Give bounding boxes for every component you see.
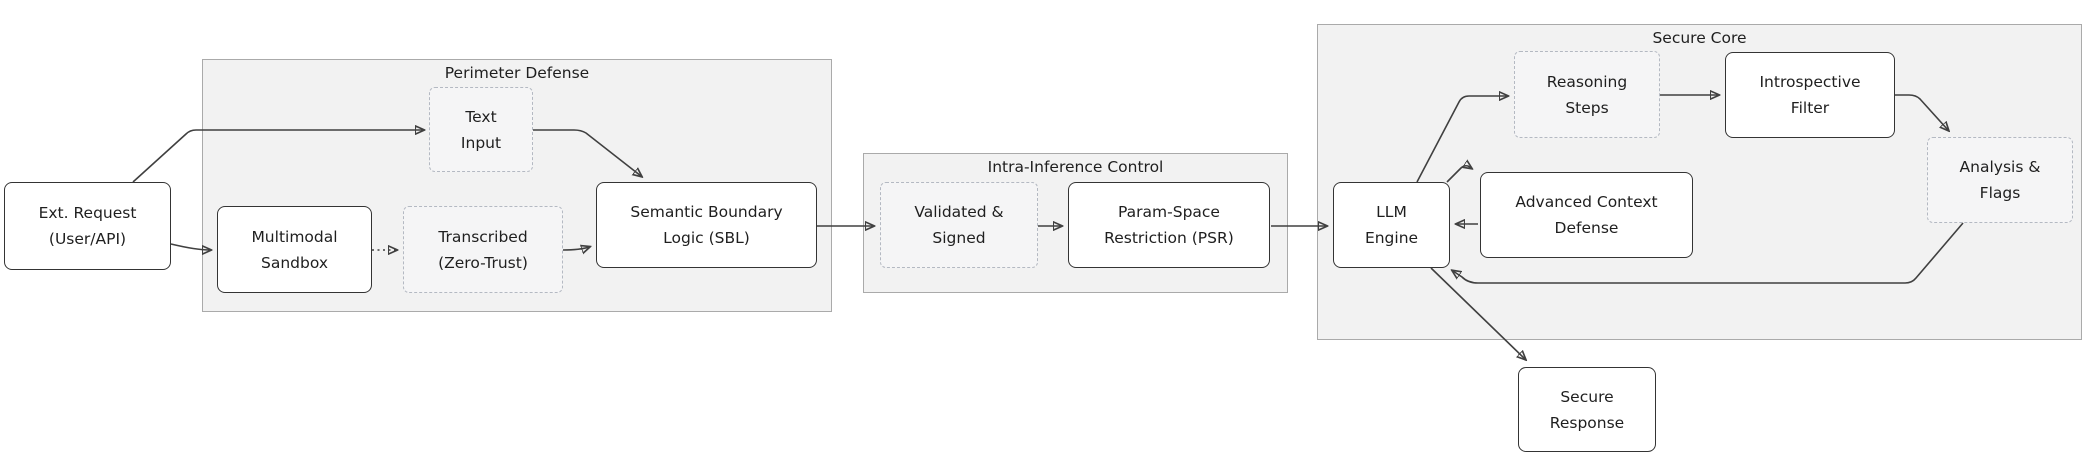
node-label: Steps — [1565, 98, 1609, 117]
node-label: Param-Space — [1118, 203, 1220, 221]
node-introspective-filter: Introspective Filter — [1725, 52, 1895, 138]
node-label: Transcribed — [438, 227, 528, 246]
node-label: Multimodal — [251, 227, 338, 246]
node-label: Signed — [932, 229, 986, 247]
node-validated-signed: Validated & Signed — [880, 182, 1038, 268]
node-label: Response — [1549, 413, 1625, 432]
node-label: Text — [465, 107, 497, 126]
node-semantic-boundary-logic: Semantic Boundary Logic (SBL) — [596, 182, 817, 268]
container-title-intra-inference-control: Intra-Inference Control — [987, 158, 1164, 176]
node-label: Secure — [1560, 387, 1614, 406]
node-label: Validated & — [914, 203, 1004, 221]
node-text-input: Text Input — [429, 87, 533, 172]
node-advanced-context-defense: Advanced Context Defense — [1480, 172, 1693, 258]
node-label: Reasoning — [1546, 72, 1628, 91]
node-label: LLM — [1376, 203, 1407, 221]
node-label: Ext. Request — [38, 204, 137, 222]
node-label: Analysis & — [1959, 158, 2041, 176]
node-label: (User/API) — [48, 230, 127, 248]
node-label: Input — [460, 133, 502, 152]
node-label: Logic (SBL) — [663, 229, 750, 247]
node-label: Advanced Context — [1515, 193, 1658, 211]
node-label: Sandbox — [260, 253, 329, 272]
node-label: Filter — [1790, 99, 1830, 117]
node-llm-engine: LLM Engine — [1333, 182, 1450, 268]
node-label: Flags — [1979, 184, 2021, 202]
node-label: Semantic Boundary — [630, 203, 783, 221]
node-ext-request: Ext. Request (User/API) — [4, 182, 171, 270]
node-transcribed-zero-trust: Transcribed (Zero-Trust) — [403, 206, 563, 293]
node-multimodal-sandbox: Multimodal Sandbox — [217, 206, 372, 293]
node-label: Engine — [1364, 229, 1419, 247]
container-title-perimeter-defense: Perimeter Defense — [444, 64, 590, 82]
node-label: Restriction (PSR) — [1104, 229, 1234, 247]
node-reasoning-steps: Reasoning Steps — [1514, 51, 1660, 138]
node-label: (Zero-Trust) — [438, 253, 528, 272]
node-label: Defense — [1554, 219, 1619, 237]
node-analysis-flags: Analysis & Flags — [1927, 137, 2073, 223]
node-secure-response: Secure Response — [1518, 367, 1656, 452]
node-param-space-restriction: Param-Space Restriction (PSR) — [1068, 182, 1270, 268]
container-title-secure-core: Secure Core — [1652, 29, 1747, 47]
node-label: Introspective — [1759, 73, 1861, 91]
